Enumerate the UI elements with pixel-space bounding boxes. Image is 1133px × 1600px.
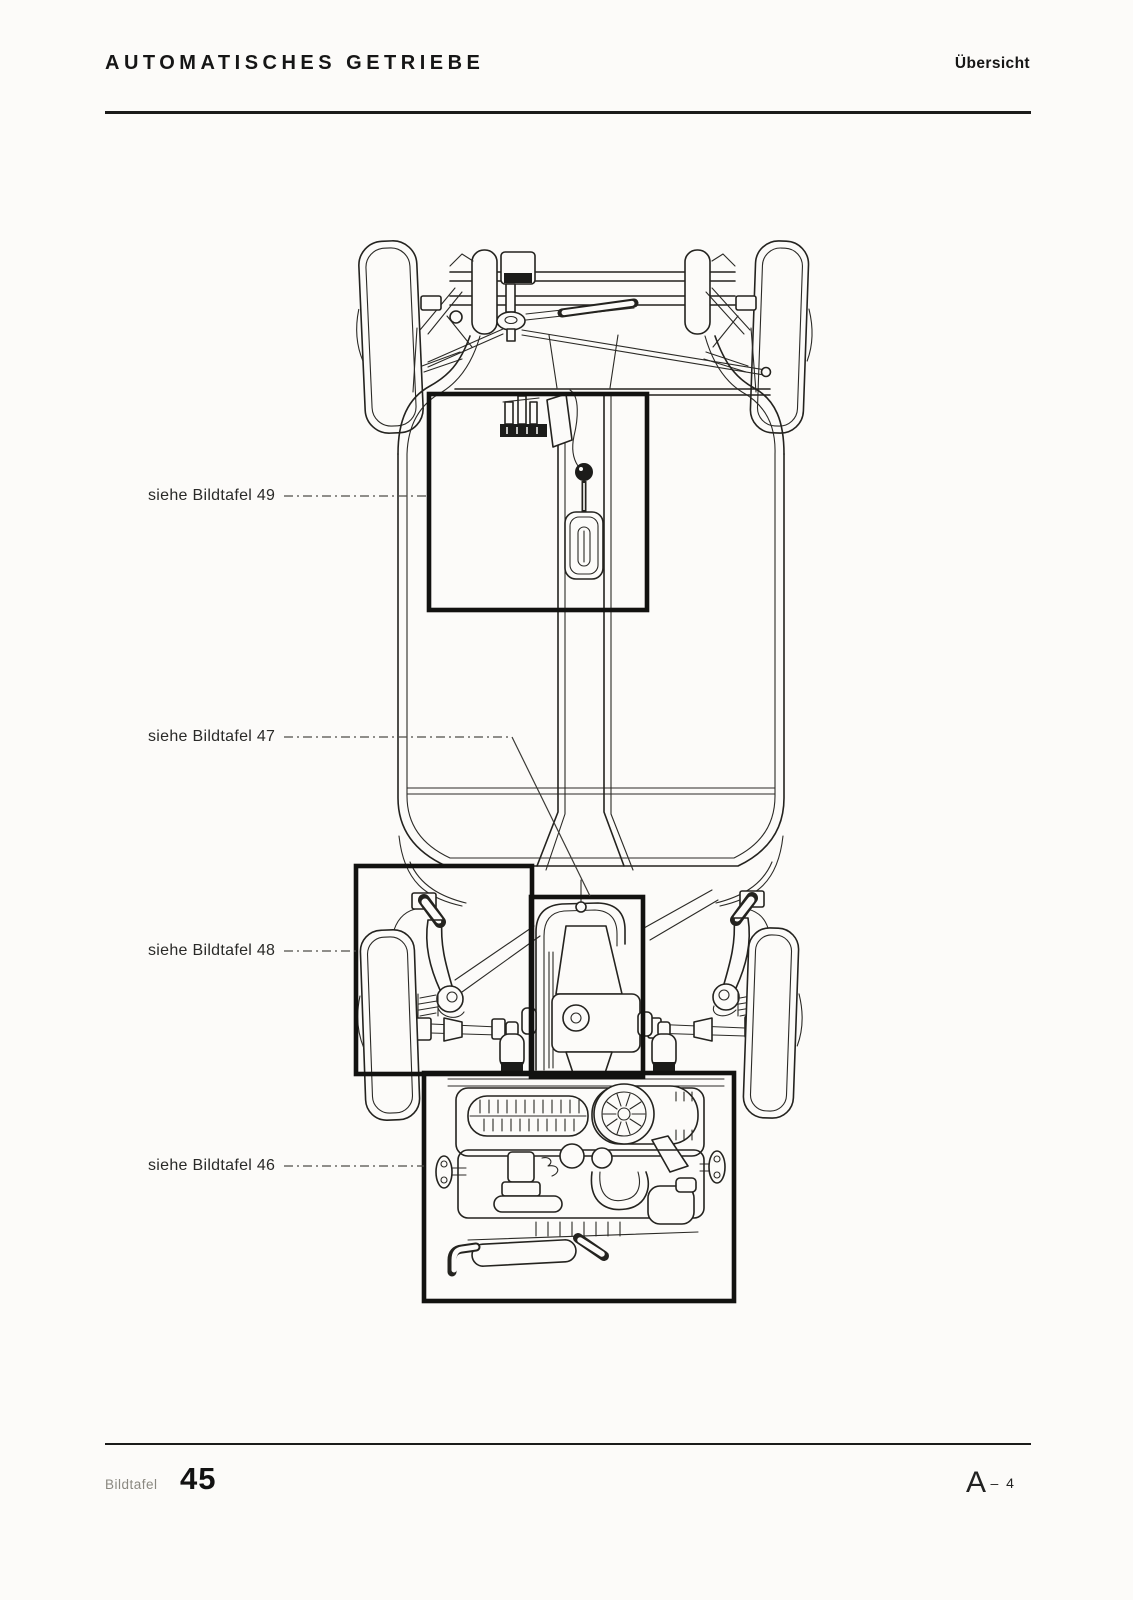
box-bildtafel-46 — [421, 1070, 737, 1304]
footer-page-ref-letter: A — [966, 1466, 987, 1499]
rear-wheel-right — [742, 927, 803, 1119]
gear-selector — [564, 463, 604, 580]
front-axle-assembly — [412, 249, 772, 393]
footer-rule — [105, 1443, 1031, 1445]
footer-page-ref-suffix: – 4 — [990, 1475, 1016, 1491]
front-wheel-right — [749, 240, 813, 434]
callout-bildtafel-48: siehe Bildtafel 48 — [148, 942, 276, 959]
front-wheel-left — [356, 240, 424, 434]
callout-bildtafel-46: siehe Bildtafel 46 — [148, 1157, 276, 1174]
leader-lines — [284, 495, 591, 1167]
box-bildtafel-49 — [426, 391, 650, 613]
heater-flange-right — [699, 1150, 726, 1184]
box-bildtafel-47 — [528, 894, 646, 1080]
rear-wheel-left — [357, 929, 421, 1121]
engine-assembly — [435, 1078, 726, 1277]
callout-bildtafel-49: siehe Bildtafel 49 — [148, 487, 276, 504]
callout-bildtafel-47: siehe Bildtafel 47 — [148, 728, 276, 745]
callout-boxes — [353, 391, 737, 1304]
section-label: Übersicht — [954, 55, 1030, 72]
footer-page-ref: A – 4 — [966, 1466, 1016, 1500]
transmission-assembly — [521, 879, 653, 1074]
footer-plate-label: Bildtafel — [105, 1477, 158, 1492]
cooling-fan — [591, 1083, 699, 1145]
steering-box — [500, 251, 536, 313]
rear-suspension-left — [411, 892, 541, 1073]
leader-47-diagonal — [511, 736, 591, 897]
page-title: AUTOMATISCHES GETRIEBE — [105, 52, 485, 74]
shift-linkage-detail — [500, 389, 604, 580]
header-rule — [105, 111, 1031, 114]
floor-pan — [393, 394, 785, 931]
footer-plate-number: 45 — [180, 1461, 217, 1496]
muffler-exhaust — [447, 1233, 609, 1277]
heater-flange-left — [435, 1155, 467, 1189]
